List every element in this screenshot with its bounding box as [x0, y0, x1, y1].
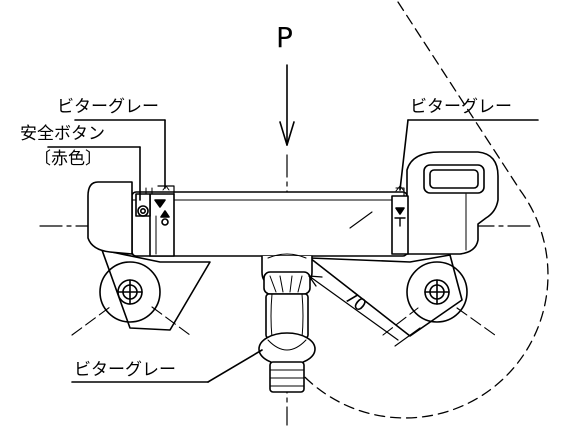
callout-label-safety-button: 安全ボタン — [20, 124, 105, 144]
direction-arrowhead — [279, 121, 295, 146]
safety-button — [137, 205, 149, 217]
direction-label: P — [276, 21, 293, 54]
callout-bitter-gray-bottom-leader — [207, 349, 263, 383]
callout-label-safety-button-color: 〔赤色〕 — [34, 149, 102, 169]
left-temperature-handle — [87, 181, 133, 255]
callout-label-bitter-gray-right: ビターグレー — [410, 97, 512, 117]
bottom-bitter-gray-cap — [258, 332, 316, 366]
left-mounting-leg — [101, 249, 211, 331]
dimension-arrowhead — [308, 275, 323, 287]
callout-label-bitter-gray-left: ビターグレー — [57, 97, 159, 117]
spout-body — [265, 293, 309, 339]
right-flow-handle — [406, 151, 499, 255]
dimension-extension-upper — [349, 211, 373, 229]
right-elbow — [406, 261, 468, 323]
dimension-value: 70 — [341, 287, 370, 316]
left-elbow — [99, 261, 161, 323]
spout-outlet — [269, 361, 305, 393]
callout-label-bitter-gray-bottom: ビターグレー — [74, 360, 176, 380]
callout-bitter-gray-right-leader — [399, 119, 409, 191]
right-mounting-leg — [309, 254, 463, 337]
dimension-line — [308, 275, 399, 341]
dimension-extension-lower — [394, 327, 421, 347]
